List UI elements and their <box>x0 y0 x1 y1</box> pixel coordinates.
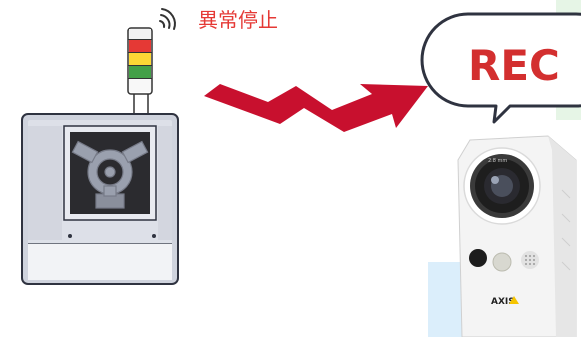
tower-light-red <box>129 40 151 52</box>
ir-sensor-icon <box>469 249 487 267</box>
lens-marking: 2.8 mm <box>488 158 507 164</box>
machine-robot-arm-icon <box>21 8 179 285</box>
tower-light-yellow <box>129 53 151 65</box>
transmission-arrow-icon <box>204 84 428 132</box>
camera-brand-label: AXIS <box>491 297 515 307</box>
abnormal-stop-label: 異常停止 <box>198 8 278 32</box>
tower-light-green <box>129 66 151 78</box>
rec-label: REC <box>468 41 560 90</box>
network-camera-icon: 2.8 mm AXIS <box>457 135 577 337</box>
wireless-signal-icon <box>159 8 176 30</box>
rec-speech-bubble-icon: REC <box>420 12 581 124</box>
light-sensor-icon <box>492 252 512 272</box>
background-accent-blue <box>428 262 466 337</box>
signal-tower-icon <box>127 27 153 95</box>
